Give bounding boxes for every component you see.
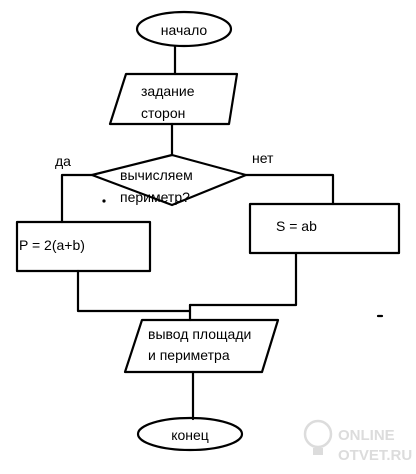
input-label-line2: сторон	[141, 105, 185, 121]
bulb-icon-base	[313, 448, 323, 455]
no-process-label: S = ab	[276, 218, 317, 234]
no-label: нет	[252, 150, 274, 166]
decision-label-line1: вычисляем	[120, 167, 193, 183]
input-label-line1: задание	[141, 83, 195, 99]
output-label-line1: вывод площади	[148, 326, 251, 342]
no-process-box	[248, 202, 401, 255]
decision-label-line2: периметр?	[120, 189, 190, 205]
yes-process-label: P = 2(a+b)	[19, 237, 85, 253]
end-terminator	[136, 416, 244, 452]
yes-label: да	[55, 153, 71, 169]
output-label-line2: и периметра	[148, 347, 230, 363]
watermark-line1: ONLINE	[338, 427, 395, 444]
connector-yes	[60, 173, 94, 224]
connector-merge-left	[76, 269, 192, 313]
connector-no	[244, 173, 335, 206]
bulb-icon	[303, 419, 333, 449]
decision-diamond	[90, 153, 248, 207]
start-label: начало	[161, 22, 208, 38]
watermark: ONLINE OTVET.RU	[303, 419, 412, 464]
watermark-line2: OTVET.RU	[338, 447, 412, 464]
connector-merge-right	[188, 251, 298, 307]
stray-dot	[102, 199, 106, 203]
yes-process-box	[15, 220, 152, 273]
output-parallelogram	[123, 318, 280, 374]
start-terminator	[135, 10, 233, 48]
end-label: конец	[171, 427, 209, 443]
input-parallelogram	[108, 72, 239, 126]
